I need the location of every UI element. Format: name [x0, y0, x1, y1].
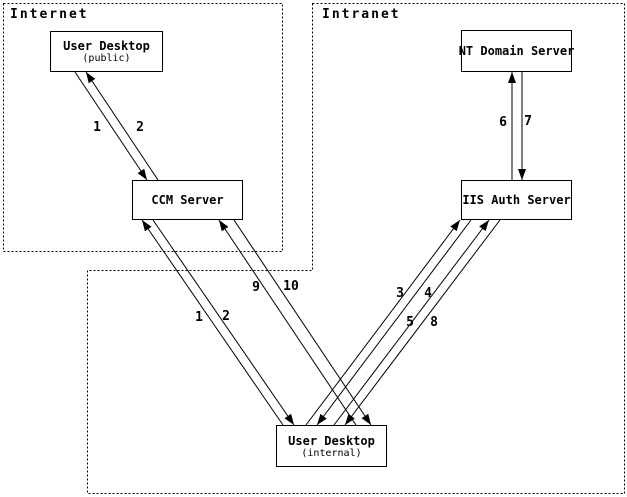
- node-label: CCM Server: [151, 193, 224, 207]
- node-user-desktop-public: User Desktop (public): [50, 31, 163, 72]
- node-label: User Desktop: [288, 433, 375, 448]
- edge-label: 7: [524, 114, 532, 129]
- edge-label: 1: [93, 120, 101, 135]
- edge-ccm-internal-desktop-b: 9 10: [218, 219, 372, 426]
- edge-label: 3: [396, 286, 404, 301]
- edge-label: 8: [430, 315, 438, 330]
- node-user-desktop-internal: User Desktop (internal): [276, 425, 387, 467]
- node-nt-domain-server: NT Domain Server: [458, 30, 575, 72]
- edge-iis-internal-desktop-b: 5 8: [333, 219, 501, 426]
- node-iis-auth-server: IIS Auth Server: [461, 180, 572, 220]
- edge-label: 2: [222, 309, 230, 324]
- intranet-zone-label: Intranet: [322, 7, 401, 22]
- edge-label: 10: [283, 279, 299, 294]
- edge-line-3-to-iis: [305, 219, 461, 426]
- edge-line-1-to-ccm: [141, 219, 284, 426]
- edge-label: 4: [424, 286, 432, 301]
- edge-label: 1: [195, 310, 203, 325]
- edge-line-9-to-ccm: [218, 219, 357, 426]
- node-sublabel: (internal): [301, 447, 362, 459]
- intranet-zone-border: [87, 3, 625, 494]
- node-sublabel: (public): [82, 53, 131, 64]
- edge-label: 6: [499, 115, 507, 130]
- edge-line-2-to-internal-desktop: [152, 219, 295, 426]
- edge-iis-internal-desktop-a: 3 4: [305, 219, 472, 426]
- edge-label: 5: [406, 315, 414, 330]
- edge-line-5-to-iis: [333, 219, 490, 426]
- edge-public-desktop-ccm: 1 2: [74, 71, 159, 181]
- node-ccm-server: CCM Server: [132, 180, 243, 220]
- edge-line-1-to-ccm: [74, 71, 148, 181]
- edge-line-8-to-internal-desktop: [344, 219, 501, 426]
- edge-line-2-to-public-desktop: [85, 71, 159, 181]
- edge-nt-domain-iis: 6 7: [499, 72, 532, 180]
- node-label: User Desktop: [63, 39, 150, 53]
- edge-line-4-to-internal-desktop: [316, 219, 472, 426]
- edge-ccm-internal-desktop-a: 1 2: [141, 219, 295, 426]
- node-label: IIS Auth Server: [462, 193, 571, 207]
- edge-label: 2: [136, 120, 144, 135]
- internet-zone-label: Internet: [10, 7, 89, 22]
- edge-label: 9: [252, 280, 260, 295]
- internet-zone-border: [3, 3, 283, 252]
- node-label: NT Domain Server: [458, 44, 575, 58]
- edge-line-10-to-internal-desktop: [233, 219, 372, 426]
